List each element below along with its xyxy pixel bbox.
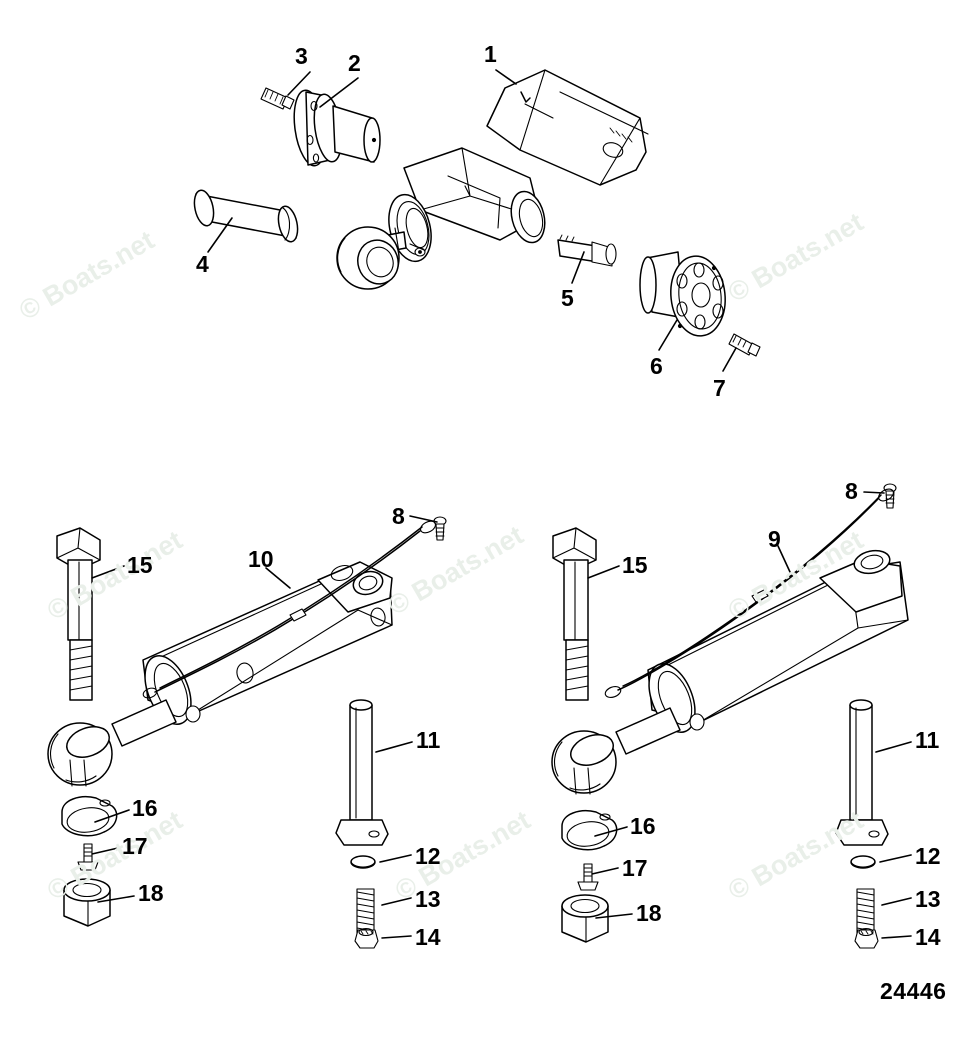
part-17-screw-right — [577, 863, 599, 891]
part-6-end-cap-drilled — [639, 251, 726, 337]
leader-line-16 — [94, 809, 130, 823]
part-16-retainer-right — [561, 810, 618, 851]
part-2-end-cap — [293, 89, 381, 167]
callout-leader-lines — [91, 69, 912, 939]
part-18-nut-right — [561, 894, 609, 943]
leader-line-2 — [319, 77, 359, 108]
part-5-pin — [557, 234, 617, 267]
leader-line-4 — [207, 217, 233, 253]
callout-number-11: 11 — [416, 727, 441, 753]
leader-line-1 — [495, 69, 517, 85]
leader-line-18 — [595, 913, 633, 919]
callout-number-18: 18 — [138, 880, 164, 906]
callout-number-14: 14 — [415, 924, 441, 950]
leader-line-12 — [379, 854, 412, 863]
leader-line-9 — [777, 545, 791, 573]
callout-number-4: 4 — [196, 251, 209, 277]
leader-line-11 — [375, 741, 413, 753]
part-16-retainer-left — [61, 796, 118, 837]
callout-number-6: 6 — [650, 353, 663, 379]
callout-number-13: 13 — [915, 886, 941, 912]
leader-line-7 — [722, 347, 737, 372]
leader-line-14 — [881, 935, 912, 939]
leader-line-13 — [881, 897, 912, 906]
part-7-set-screw — [728, 333, 761, 357]
leader-line-18 — [97, 895, 135, 903]
leader-line-8 — [409, 515, 438, 523]
leader-line-8 — [863, 491, 885, 494]
callout-number-12: 12 — [915, 843, 941, 869]
part-12-washer-right — [850, 855, 876, 869]
callout-number-11: 11 — [915, 727, 940, 753]
callout-number-3: 3 — [295, 43, 308, 69]
part-8-ground-screw-right — [883, 483, 897, 509]
callout-number-14: 14 — [915, 924, 941, 950]
leader-line-5 — [571, 251, 585, 284]
part-15-bolt-left — [56, 527, 101, 701]
callout-number-10: 10 — [248, 546, 274, 572]
part-10-cylinder-left — [47, 520, 436, 787]
callout-number-18: 18 — [636, 900, 662, 926]
callout-number-16: 16 — [630, 813, 656, 839]
diagram-id-label: 24446 — [880, 978, 947, 1004]
part-18-nut-left — [63, 878, 111, 927]
part-12-washer-left — [350, 855, 376, 869]
leader-line-16 — [594, 826, 628, 837]
callout-number-2: 2 — [348, 50, 361, 76]
part-14-locknut-left — [354, 927, 379, 949]
leader-line-6 — [658, 319, 678, 351]
callout-number-12: 12 — [415, 843, 441, 869]
callout-number-5: 5 — [561, 285, 574, 311]
callout-number-17: 17 — [622, 855, 648, 881]
leader-line-15 — [587, 565, 620, 579]
leader-line-10 — [265, 567, 291, 589]
callout-number-17: 17 — [122, 833, 148, 859]
callout-number-8: 8 — [392, 503, 405, 529]
leader-line-14 — [381, 935, 412, 939]
leader-line-13 — [381, 897, 412, 906]
leader-line-17 — [91, 847, 119, 855]
leader-line-15 — [91, 565, 125, 579]
callout-number-7: 7 — [713, 375, 726, 401]
part-15-bolt-right — [552, 527, 597, 701]
callout-number-16: 16 — [132, 795, 158, 821]
part-17-screw-left — [77, 843, 99, 871]
callout-number-1: 1 — [484, 41, 497, 67]
leader-line-3 — [287, 71, 311, 96]
callout-number-15: 15 — [127, 552, 153, 578]
part-14-locknut-right — [854, 927, 879, 949]
part-9-cylinder-right — [551, 488, 909, 795]
callout-number-8: 8 — [845, 478, 858, 504]
part-11-anchor-pin-right — [835, 699, 889, 846]
callout-number-9: 9 — [768, 526, 781, 552]
leader-line-11 — [875, 741, 912, 753]
leader-line-17 — [591, 867, 619, 875]
leader-line-12 — [879, 854, 912, 863]
part-11-anchor-pin-left — [335, 699, 389, 846]
callout-number-15: 15 — [622, 552, 648, 578]
part-3-set-screw — [260, 87, 295, 110]
part-8-ground-screw-left — [433, 516, 447, 541]
callout-number-13: 13 — [415, 886, 441, 912]
part-4-cylinder-sleeve — [193, 189, 299, 243]
part-1-cylinder-body — [336, 69, 649, 290]
